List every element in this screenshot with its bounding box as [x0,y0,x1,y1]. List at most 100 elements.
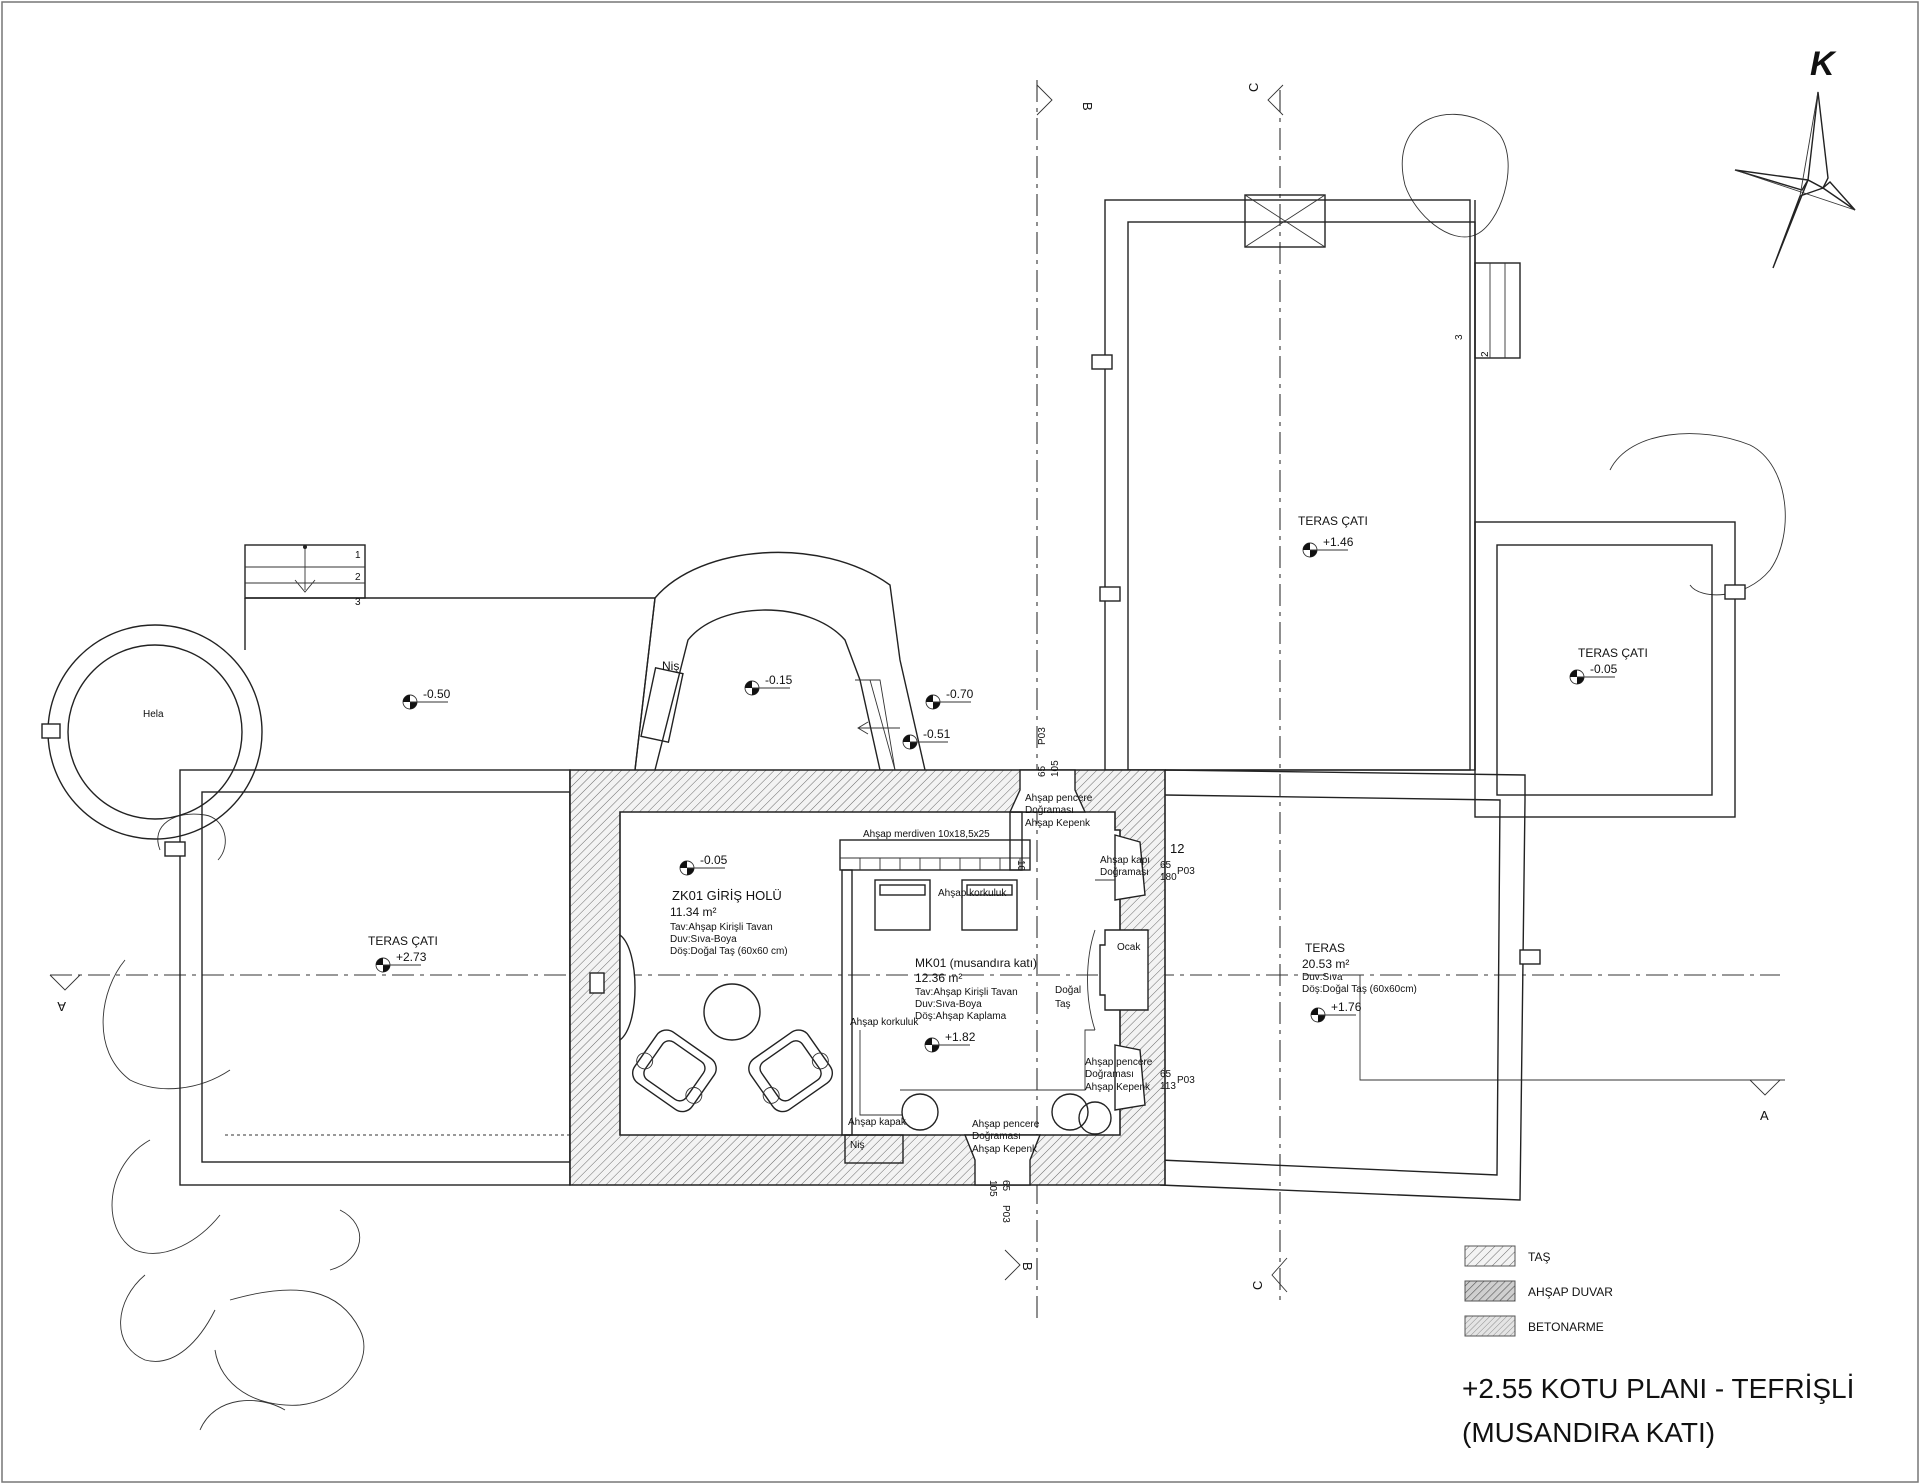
svg-text:C: C [1246,83,1261,92]
svg-text:P03: P03 [1177,1075,1195,1086]
svg-text:Tav:Ahşap Kirişli Tavan: Tav:Ahşap Kirişli Tavan [670,922,773,933]
plan-title: +2.55 KOTU PLANI - TEFRİŞLİ (MUSANDIRA K… [1462,1373,1854,1448]
legend-item-ahsap: AHŞAP DUVAR [1464,1280,1613,1302]
level-mark: -0.05 [679,853,728,876]
svg-text:113: 113 [1160,1081,1176,1092]
room-label-zk01: ZK01 GİRİŞ HOLÜ 11.34 m² Tav:Ahşap Kiriş… [670,888,788,957]
room-label-terrace-roof-left: TERAS ÇATI [368,934,438,948]
svg-text:Ahşap pencere: Ahşap pencere [1085,1057,1153,1068]
svg-text:TERAS ÇATI: TERAS ÇATI [1578,646,1648,660]
svg-text:Döş:Ahşap Kaplama: Döş:Ahşap Kaplama [915,1011,1007,1022]
svg-text:65: 65 [1000,1180,1011,1192]
svg-text:180: 180 [1160,872,1177,883]
svg-text:Duv:Sıva-Boya: Duv:Sıva-Boya [670,934,737,945]
section-marker-b-bottom: B [1004,1249,1035,1281]
level-mark: +2.73 [375,950,427,973]
interior-annotations: Ahşap merdiven 10x18,5x25 Ahşap korkuluk… [848,793,1153,1155]
svg-text:Doğraması: Doğraması [1085,1069,1134,1080]
terrace-right [1159,769,1541,1201]
svg-text:TERAS: TERAS [1305,941,1345,955]
level-mark: -0.15 [744,673,793,696]
svg-text:+2.73: +2.73 [396,950,427,964]
arched-niche-area: Niş [634,551,926,771]
svg-text:20.53 m²: 20.53 m² [1302,957,1349,971]
svg-text:+1.46: +1.46 [1323,535,1354,549]
svg-text:P03: P03 [1177,866,1195,877]
svg-text:Ahşap kapı: Ahşap kapı [1100,855,1150,866]
svg-text:+1.82: +1.82 [945,1030,976,1044]
svg-text:12.36 m²: 12.36 m² [915,971,962,985]
svg-text:-0.05: -0.05 [700,853,728,867]
svg-text:-0.70: -0.70 [946,687,974,701]
svg-text:Ahşap Kepenk: Ahşap Kepenk [972,1144,1038,1155]
legend: TAŞ AHŞAP DUVAR BETONARME [1464,1245,1613,1337]
svg-text:Ahşap merdiven 10x18,5x25: Ahşap merdiven 10x18,5x25 [863,829,990,840]
svg-text:TERAS ÇATI: TERAS ÇATI [368,934,438,948]
stair: 10 [839,811,1031,872]
svg-text:Ahşap korkuluk: Ahşap korkuluk [850,1017,919,1028]
upper-left-terrace: 1 2 3 [244,544,656,771]
svg-text:Niş: Niş [850,1140,864,1151]
svg-text:P03: P03 [1000,1205,1011,1223]
svg-text:-0.15: -0.15 [765,673,793,687]
svg-text:Taş: Taş [1055,999,1071,1010]
svg-text:-0.05: -0.05 [1590,662,1618,676]
svg-text:Tav:Ahşap Kirişli Tavan: Tav:Ahşap Kirişli Tavan [915,987,1018,998]
svg-text:Döş:Doğal Taş (60x60 cm): Döş:Doğal Taş (60x60 cm) [670,946,788,957]
level-mark: +1.76 [1310,1000,1362,1023]
interior-furniture [631,879,1115,1164]
svg-text:Doğraması: Doğraması [1100,867,1149,878]
svg-text:Ahşap Kepenk: Ahşap Kepenk [1085,1082,1151,1093]
svg-text:B: B [1080,102,1095,111]
svg-text:Niş: Niş [662,659,679,673]
svg-text:105: 105 [1050,760,1061,777]
hela-room: Hela [41,624,263,840]
svg-text:Duv:Sıva-Boya: Duv:Sıva-Boya [915,999,982,1010]
svg-text:Ahşap Kepenk: Ahşap Kepenk [1025,818,1091,829]
svg-text:-0.51: -0.51 [923,727,951,741]
room-label-mk01: MK01 (musandıra katı) 12.36 m² Tav:Ahşap… [915,956,1037,1022]
svg-text:Ahşap pencere: Ahşap pencere [1025,793,1093,804]
svg-text:10: 10 [1015,860,1026,872]
svg-text:K: K [1810,45,1837,83]
svg-text:BETONARME: BETONARME [1528,1320,1604,1334]
section-marker-b-top: B [1036,84,1095,116]
svg-text:3: 3 [355,597,361,608]
svg-text:Döş:Doğal Taş (60x60cm): Döş:Doğal Taş (60x60cm) [1302,984,1417,995]
roof-terrace-right [1474,521,1746,818]
svg-text:12: 12 [1170,841,1184,856]
svg-text:2: 2 [355,572,361,583]
svg-text:TERAS ÇATI: TERAS ÇATI [1298,514,1368,528]
room-label-terrace-roof-top: TERAS ÇATI [1298,514,1368,528]
svg-text:B: B [1020,1262,1035,1271]
level-mark: -0.50 [402,687,451,710]
svg-text:AHŞAP DUVAR: AHŞAP DUVAR [1528,1285,1613,1299]
north-arrow-icon: K [1734,45,1856,269]
svg-text:A: A [1760,1108,1769,1123]
room-label-terrace-roof-right: TERAS ÇATI [1578,646,1648,660]
svg-text:65: 65 [1160,1069,1172,1080]
svg-text:Hela: Hela [143,709,164,720]
svg-text:(MUSANDIRA KATI): (MUSANDIRA KATI) [1462,1417,1715,1448]
section-marker-a-left: A [49,974,81,1014]
svg-text:Duv:Sıva: Duv:Sıva [1302,972,1343,983]
svg-text:1: 1 [355,550,361,561]
roof-terrace-top: 3 2 [1091,194,1521,771]
svg-text:Ahşap pencere: Ahşap pencere [972,1119,1040,1130]
section-marker-c-top: C [1246,83,1284,116]
svg-text:P03: P03 [1037,727,1048,745]
roof-terrace-left [164,769,571,1186]
level-mark: +1.46 [1302,535,1354,558]
svg-text:+2.55 KOTU PLANI - TEFRİŞLİ: +2.55 KOTU PLANI - TEFRİŞLİ [1462,1373,1854,1404]
section-lines [50,80,1785,1320]
svg-text:TAŞ: TAŞ [1528,1250,1550,1264]
svg-text:11.34 m²: 11.34 m² [670,905,716,919]
dimension-tags: 65 105 P03 12 65 180 P03 65 113 P03 65 1… [987,727,1195,1223]
room-label-teras: TERAS 20.53 m² Duv:Sıva Döş:Doğal Taş (6… [1302,941,1417,995]
svg-text:+1.76: +1.76 [1331,1000,1362,1014]
svg-text:A: A [57,999,66,1014]
svg-text:MK01 (musandıra katı): MK01 (musandıra katı) [915,956,1037,970]
level-mark: +1.82 [924,1030,976,1053]
